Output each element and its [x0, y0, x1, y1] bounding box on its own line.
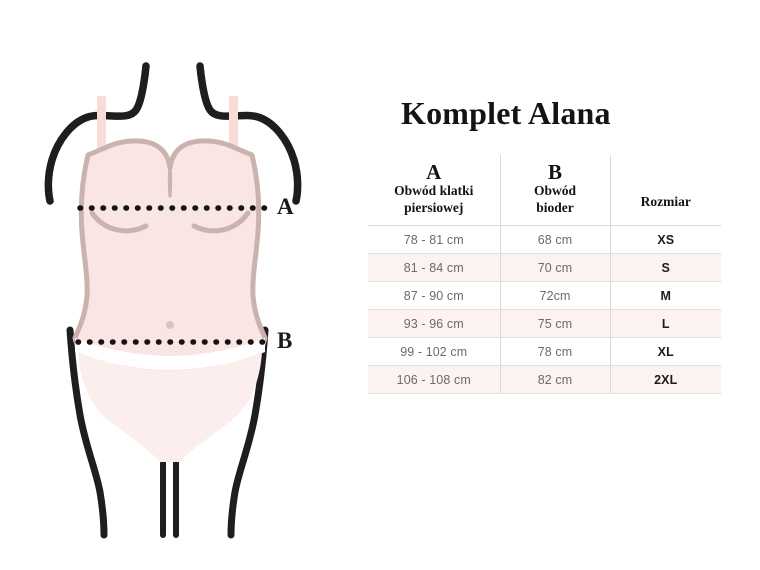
figure-panel: A B	[0, 0, 360, 570]
cell-chest: 78 - 81 cm	[368, 225, 500, 254]
cell-size: M	[609, 281, 721, 310]
leg-outline-lines	[66, 326, 269, 539]
measure-label-a: A	[277, 194, 294, 219]
cell-chest: 81 - 84 cm	[368, 253, 500, 282]
table-header-row: A Obwód klatki piersiowej B Obwód bioder…	[368, 155, 721, 226]
column-header-hips: B Obwód bioder	[499, 155, 610, 226]
cell-chest: 87 - 90 cm	[368, 281, 500, 310]
column-header-chest: A Obwód klatki piersiowej	[368, 155, 500, 226]
cell-hips: 78 cm	[499, 337, 610, 366]
column-header-hips-line2: bioder	[536, 200, 574, 216]
body-measurement-illustration	[44, 62, 302, 539]
cell-size: XL	[609, 337, 721, 366]
cell-hips: 70 cm	[499, 253, 610, 282]
page-title: Komplet Alana	[401, 95, 611, 131]
cell-chest: 99 - 102 cm	[368, 337, 500, 366]
measure-label-b: B	[277, 328, 293, 353]
cell-hips: 75 cm	[499, 309, 610, 338]
brief-shape	[78, 352, 262, 462]
cell-size: 2XL	[609, 365, 721, 394]
underbust-seams	[89, 210, 251, 234]
garment-waist-separation	[75, 338, 265, 370]
cell-size: S	[609, 253, 721, 282]
column-header-chest-line1: Obwód klatki	[394, 183, 474, 199]
cell-chest: 106 - 108 cm	[368, 365, 500, 394]
size-chart-panel: Komplet Alana A Obwód klatki piersiowej …	[363, 0, 760, 570]
size-table: A Obwód klatki piersiowej B Obwód bioder…	[368, 155, 721, 394]
cell-chest: 93 - 96 cm	[368, 309, 500, 338]
cell-hips: 68 cm	[499, 225, 610, 254]
column-header-chest-line2: piersiowej	[404, 200, 464, 216]
cell-hips: 72cm	[499, 281, 610, 310]
column-header-size-text: Rozmiar	[640, 193, 691, 209]
cell-hips: 82 cm	[499, 365, 610, 394]
column-header-hips-line1: Obwód	[533, 183, 577, 199]
shoulder-arm-lines	[44, 62, 302, 205]
column-header-chest-letter: A	[426, 160, 442, 185]
shoulder-straps	[97, 96, 238, 151]
cell-size: L	[609, 309, 721, 338]
column-header-size: Rozmiar	[609, 155, 721, 226]
navel-dot	[166, 321, 174, 329]
cell-size: XS	[609, 225, 721, 254]
column-header-hips-letter: B	[547, 160, 562, 185]
neckline-notch	[167, 166, 173, 198]
